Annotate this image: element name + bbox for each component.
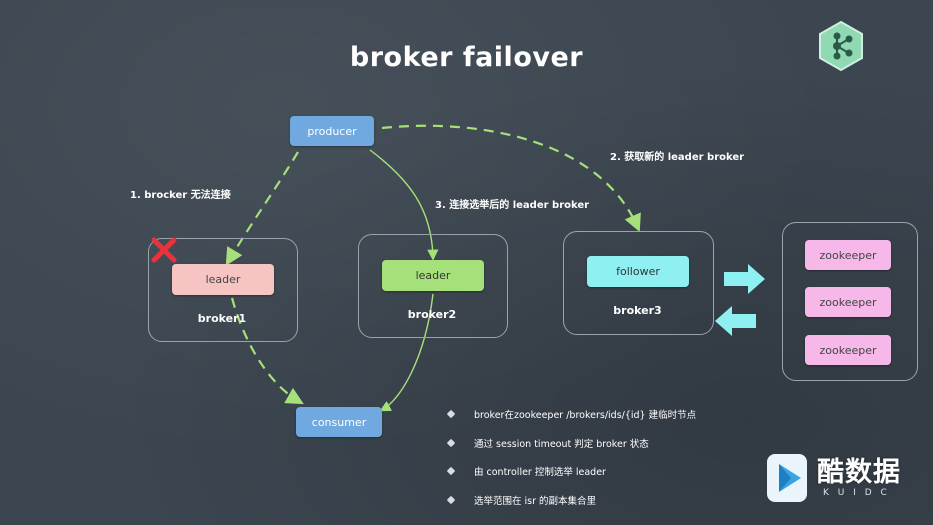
bullet-text: 通过 session timeout 判定 broker 状态 — [474, 439, 649, 450]
broker1-label: broker1 — [197, 312, 247, 325]
bullet-text: 由 controller 控制选举 leader — [474, 467, 606, 478]
broker1-leader: leader — [172, 264, 274, 295]
zookeeper-panel — [782, 222, 918, 381]
arrow-broker3-to-zookeeper — [724, 264, 765, 294]
arrow-producer-broker3 — [381, 124, 641, 233]
arrow-producer-broker2 — [369, 149, 439, 261]
note-step3: 3. 连接选举后的 leader broker — [435, 200, 590, 211]
bullet-item: 通过 session timeout 判定 broker 状态 — [446, 436, 649, 450]
watermark: 酷数据 K U I D C — [765, 448, 925, 508]
bullet-icon — [446, 495, 456, 505]
broker3-follower: follower — [587, 256, 689, 287]
watermark-play-icon — [765, 452, 813, 504]
producer-node: producer — [290, 116, 374, 146]
watermark-text: 酷数据 — [817, 457, 901, 488]
broker2-label: broker2 — [407, 308, 457, 321]
broker2-leader: leader — [382, 260, 484, 291]
arrow-broker2-consumer — [379, 293, 434, 412]
bullet-item: broker在zookeeper /brokers/ids/{id} 建临时节点 — [446, 407, 697, 421]
watermark-subtext: K U I D C — [823, 488, 890, 498]
arrow-broker1-consumer — [230, 297, 304, 405]
kafka-logo-icon — [815, 20, 867, 72]
bullet-item: 由 controller 控制选举 leader — [446, 464, 606, 478]
note-step1: 1. brocker 无法连接 — [130, 190, 231, 201]
bullet-text: 选举范围在 isr 的副本集合里 — [474, 496, 597, 507]
note-step2: 2. 获取新的 leader broker — [610, 152, 745, 163]
page-title: broker failover — [349, 42, 584, 73]
zookeeper-node-3: zookeeper — [805, 335, 891, 365]
bullet-item: 选举范围在 isr 的副本集合里 — [446, 493, 597, 507]
bullet-icon — [446, 466, 456, 476]
arrow-zookeeper-to-broker3 — [715, 306, 756, 336]
broker1-panel — [148, 238, 298, 342]
zookeeper-node-1: zookeeper — [805, 240, 891, 270]
zookeeper-node-2: zookeeper — [805, 287, 891, 317]
consumer-node: consumer — [296, 407, 382, 437]
broker3-label: broker3 — [613, 304, 662, 317]
failed-cross-icon — [150, 236, 178, 264]
broker3-panel — [563, 231, 714, 335]
bullet-icon — [446, 438, 456, 448]
bullet-icon — [446, 409, 456, 419]
bullet-text: broker在zookeeper /brokers/ids/{id} 建临时节点 — [474, 410, 697, 421]
broker2-panel — [358, 234, 508, 338]
